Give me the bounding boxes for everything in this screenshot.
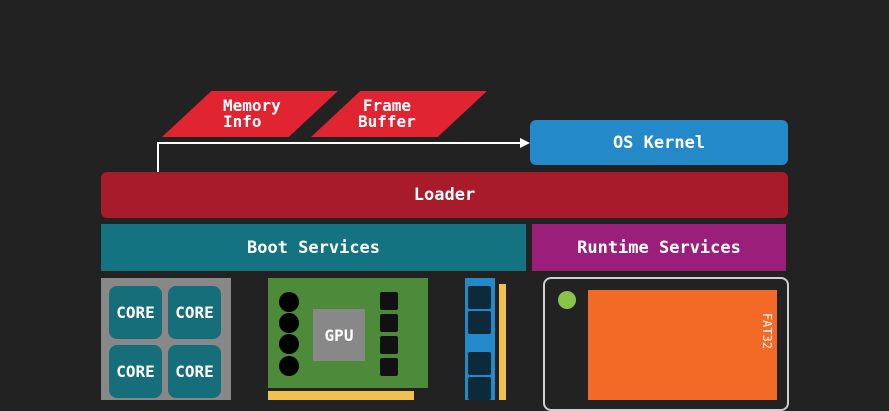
core-label: CORE: [116, 303, 155, 322]
core-label: CORE: [175, 303, 214, 322]
memory-info-label: Memory Info: [223, 96, 281, 131]
os-kernel-label: OS Kernel: [612, 132, 706, 153]
memory-chip: [468, 286, 491, 309]
gpu-port: [279, 292, 299, 312]
gpu-slot: [380, 336, 398, 354]
cpu-core: CORE: [168, 286, 221, 339]
boot-services-bar: Boot Services: [101, 224, 526, 271]
cpu-core: CORE: [109, 286, 162, 339]
memory-chip: [468, 311, 491, 334]
gpu-slot: [380, 358, 398, 376]
gpu-port: [279, 334, 299, 354]
memory-chip: [468, 352, 491, 375]
fat32-label: FAT32: [759, 312, 774, 350]
gpu-slot: [380, 292, 398, 310]
gpu-label: GPU: [324, 325, 354, 345]
loader-label: Loader: [413, 185, 476, 205]
boot-services-label: Boot Services: [246, 237, 381, 258]
status-led: [558, 291, 576, 309]
os-kernel-box: OS Kernel: [530, 120, 788, 165]
loader-bar: Loader: [101, 172, 788, 218]
core-label: CORE: [175, 362, 214, 381]
memory-stick: [465, 278, 495, 400]
gpu-port: [279, 313, 299, 333]
fat32-partition: FAT32: [588, 290, 777, 400]
cpu-chip: CORE CORE CORE CORE: [101, 278, 231, 400]
runtime-services-bar: Runtime Services: [532, 224, 786, 271]
gpu-port: [279, 356, 299, 376]
core-label: CORE: [116, 362, 155, 381]
runtime-services-label: Runtime Services: [577, 237, 741, 258]
gpu-chip: GPU: [313, 309, 365, 361]
memory-stick-edge: [499, 284, 506, 400]
gpu-connector: [268, 391, 414, 400]
gpu-slot: [380, 314, 398, 332]
uefi-boot-diagram: { "memory_info": "Memory\nInfo", "frame_…: [101, 91, 789, 411]
frame-buffer-label: Frame Buffer: [358, 96, 416, 131]
loader-to-kernel-arrow: [157, 138, 530, 172]
cpu-core: CORE: [109, 345, 162, 398]
cpu-core: CORE: [168, 345, 221, 398]
memory-chip: [468, 377, 491, 400]
gpu-card: GPU: [268, 278, 428, 388]
